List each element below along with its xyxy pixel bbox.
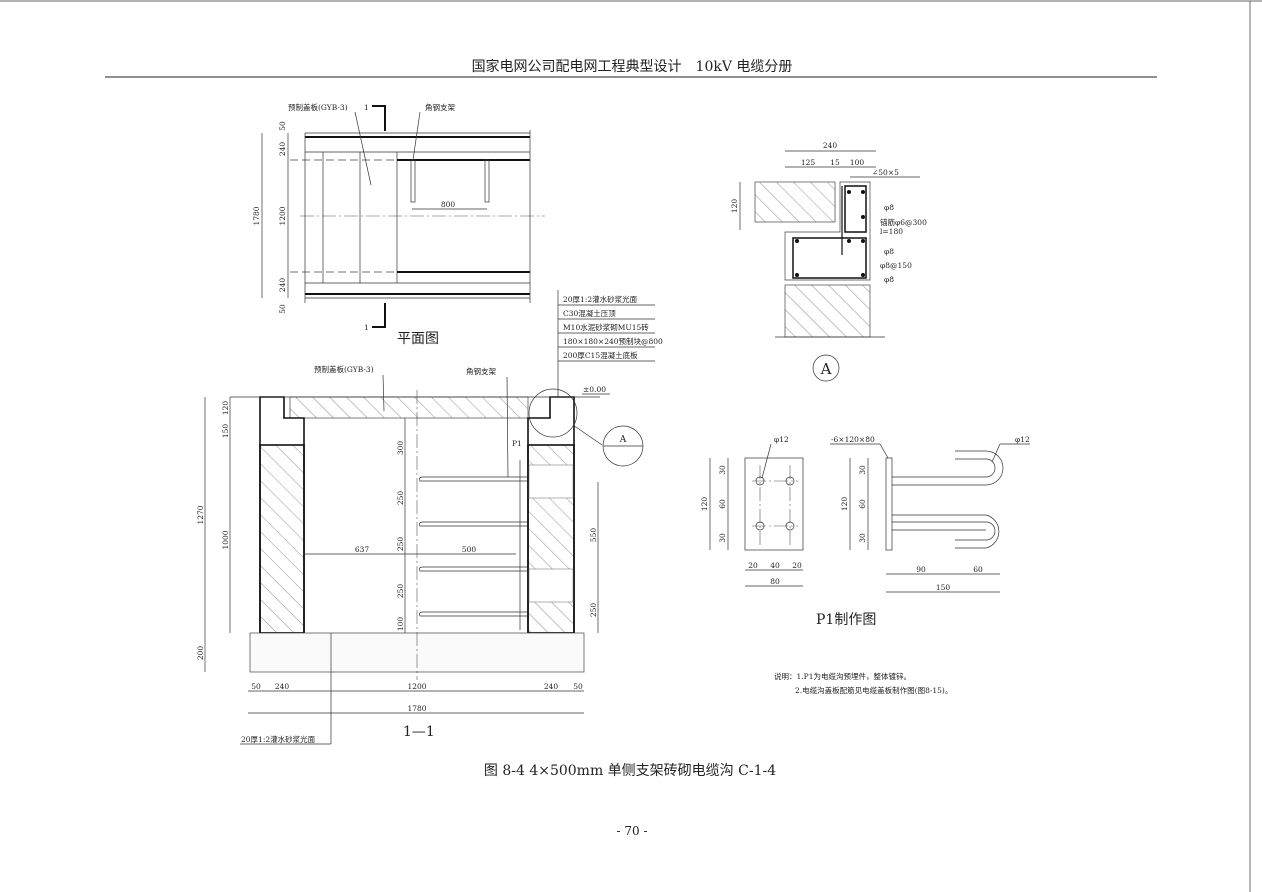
dim-50: 50: [278, 304, 287, 314]
header-title: 国家电网公司配电网工程典型设计 10kV 电缆分册: [472, 58, 793, 75]
dim-1200: 1200: [278, 206, 287, 225]
dim-80: 80: [770, 577, 780, 586]
dim-637: 637: [355, 545, 370, 554]
layer-label: 20厚1:2灌水砂浆光面: [563, 294, 638, 304]
label-hook: φ12: [1015, 435, 1030, 444]
dim-60: 60: [858, 499, 867, 509]
level-mark: ±0.00: [583, 385, 606, 394]
layer-label: C30混凝土压顶: [563, 308, 616, 318]
layer-label: M10水泥砂浆砌MU15砖: [563, 322, 649, 332]
dim-100: 100: [396, 617, 405, 632]
dim-125: 125: [801, 158, 816, 167]
cable-bracket: [419, 476, 527, 482]
detail-a: 240 125 15 100 120 ∠50×5 φ8 锚筋φ6@300 l=1…: [730, 141, 927, 382]
dim-240: 240: [278, 142, 287, 157]
label-length: l=180: [880, 227, 903, 236]
dim-30: 30: [858, 533, 867, 543]
plan-bracket: [410, 159, 416, 203]
section-mark: 1: [364, 323, 369, 332]
dim-1780: 1780: [252, 206, 261, 225]
note-2: 2.电缆沟盖板配筋见电缆盖板制作图(图8-15)。: [795, 685, 952, 695]
detail-a-title: A: [820, 360, 832, 378]
plan-bracket: [484, 159, 490, 203]
cable-bracket: [419, 611, 527, 617]
dim-120: 120: [730, 199, 739, 214]
label-rebar: φ8: [884, 247, 894, 256]
dim-50: 50: [251, 682, 261, 691]
dim-60: 60: [718, 499, 727, 509]
section-title: 1—1: [403, 724, 435, 740]
dim-30: 30: [858, 465, 867, 475]
dim-250: 250: [589, 603, 598, 618]
page-number: - 70 -: [616, 824, 647, 838]
p1-title: P1制作图: [816, 612, 876, 628]
dim-150: 150: [936, 583, 951, 592]
label-p1: P1: [512, 439, 522, 448]
dim-240: 240: [823, 141, 838, 150]
section-view: A ±0.00 预制盖板(GYB-3) 角钢支架 P1 1270 1000 12…: [196, 364, 644, 745]
dim-40: 40: [770, 561, 780, 570]
detail-ref-label: A: [619, 435, 627, 445]
label-hole: φ12: [774, 435, 789, 444]
dim-120: 120: [700, 497, 709, 512]
dim-1270: 1270: [196, 505, 205, 524]
label-bracket: 角钢支架: [425, 102, 455, 112]
label-cover: 预制盖板(GYB-3): [314, 364, 374, 374]
plan-title: 平面图: [397, 331, 439, 347]
dim-50: 50: [278, 121, 287, 131]
layer-label: 180×180×240预制块@800: [563, 336, 663, 346]
layer-label: 200厚C15混凝土底板: [563, 350, 638, 360]
dim-250: 250: [396, 537, 405, 552]
dim-15: 15: [830, 158, 840, 167]
dim-30: 30: [718, 465, 727, 475]
dim-800: 800: [441, 200, 456, 209]
layer-callout: 20厚1:2灌水砂浆光面 C30混凝土压顶 M10水泥砂浆砌MU15砖 180×180…: [557, 290, 663, 460]
cable-bracket: [419, 521, 527, 527]
dim-1000: 1000: [221, 530, 230, 549]
dim-60: 60: [973, 565, 983, 574]
dim-50: 50: [573, 682, 583, 691]
dim-1200: 1200: [407, 682, 426, 691]
dim-120: 120: [840, 497, 849, 512]
label-anchor: 锚筋φ6@300: [880, 217, 927, 227]
plan-view: 800 1780 1200 50 240 240 50 1 1 预制盖板(GYB…: [252, 102, 545, 347]
dim-250: 250: [396, 584, 405, 599]
dim-1780: 1780: [407, 704, 426, 713]
label-cover: 预制盖板(GYB-3): [288, 102, 348, 112]
p1-drawing: φ12 120 30 60 30 20 40 20 80 120 30 60 3…: [700, 435, 1030, 628]
dim-20: 20: [748, 561, 758, 570]
dim-240: 240: [544, 682, 559, 691]
label-plate: -6×120×80: [831, 435, 875, 444]
dim-200: 200: [196, 646, 205, 661]
note-1: 说明：1.P1为电缆沟预埋件，整体镀锌。: [774, 671, 911, 681]
dim-250: 250: [396, 491, 405, 506]
label-angle: ∠50×5: [872, 168, 899, 177]
label-rebar: φ8: [884, 275, 894, 284]
dim-150: 150: [221, 424, 230, 439]
dim-500: 500: [462, 545, 477, 554]
label-rebar: φ8: [884, 203, 894, 212]
figure-caption: 图 8-4 4×500mm 单侧支架砖砌电缆沟 C-1-4: [484, 763, 776, 779]
dim-20: 20: [792, 561, 802, 570]
dim-90: 90: [916, 565, 926, 574]
dim-240: 240: [275, 682, 290, 691]
label-bracket: 角钢支架: [466, 366, 496, 376]
dim-550: 550: [589, 528, 598, 543]
dim-100: 100: [850, 158, 865, 167]
dim-30: 30: [718, 533, 727, 543]
section-mark: 1: [364, 103, 369, 112]
bottom-note: 20厚1:2灌水砂浆光面: [241, 734, 316, 744]
dim-120: 120: [221, 401, 230, 416]
label-stirrup: φ8@150: [880, 261, 912, 270]
cable-bracket: [419, 566, 527, 572]
dim-300: 300: [396, 441, 405, 456]
dim-240: 240: [278, 278, 287, 293]
